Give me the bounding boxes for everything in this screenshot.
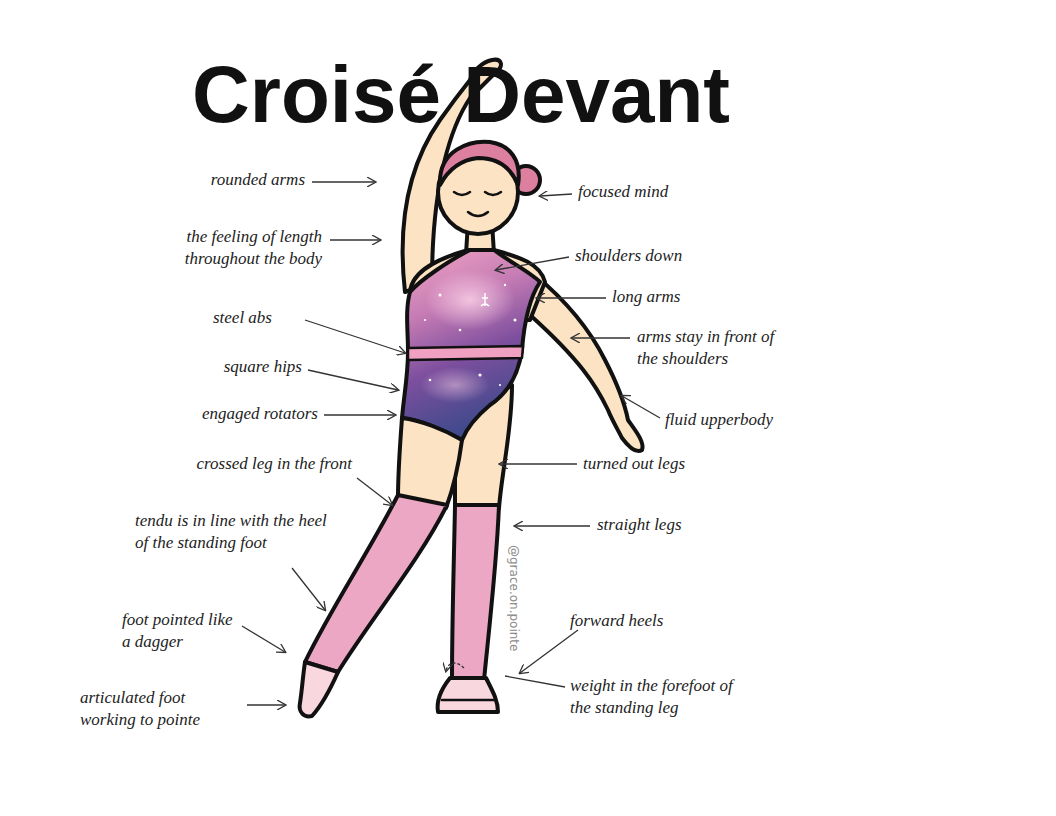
leader-arrow — [242, 626, 285, 652]
leader-arrow — [496, 257, 569, 270]
annotation-label: articulated foot working to pointe — [80, 687, 240, 731]
leader-arrow — [572, 337, 630, 338]
annotation-label: fluid upperbody — [665, 409, 815, 431]
leader-arrow — [622, 396, 660, 418]
nebula-glow — [420, 367, 490, 403]
annotation-label: focused mind — [578, 181, 728, 203]
leader-arrow — [520, 630, 578, 673]
leader-arrow — [500, 463, 577, 464]
annotation-label: square hips — [182, 356, 302, 378]
stars — [424, 284, 517, 386]
heel-turn-arrow — [446, 663, 464, 671]
standing-shoe — [438, 678, 498, 712]
leader-arrow — [312, 181, 375, 182]
working-thigh — [398, 418, 462, 508]
annotation-label: steel abs — [172, 307, 272, 329]
leader-arrow — [330, 239, 380, 240]
leader-line — [505, 676, 565, 687]
annotation-label: rounded arms — [165, 169, 305, 191]
waistband — [408, 346, 523, 360]
watermark: @grace.on.pointe — [507, 545, 521, 651]
annotation-label: straight legs — [597, 514, 737, 536]
leader-arrow — [515, 525, 590, 526]
closed-eye — [485, 192, 501, 195]
annotation-label: long arms — [612, 286, 732, 308]
leader-arrow — [305, 320, 405, 353]
closed-eye — [454, 192, 470, 195]
smile — [468, 212, 488, 216]
galaxy-leotard — [402, 250, 540, 440]
title: Croisé Devant — [192, 55, 730, 135]
hair — [440, 142, 519, 185]
annotation-label: weight in the forefoot of the standing l… — [570, 675, 745, 719]
annotation-label: the feeling of length throughout the bod… — [137, 226, 322, 270]
standing-legwarmer — [452, 505, 499, 680]
annotation-label: forward heels — [570, 610, 710, 632]
annotation-label: tendu is in line with the heel of the st… — [135, 510, 340, 554]
shoe-ribbon — [442, 699, 496, 702]
annotation-label: foot pointed like a dagger — [122, 609, 242, 653]
annotation-label: engaged rotators — [158, 403, 318, 425]
leader-arrow — [357, 478, 392, 505]
annotation-label: crossed leg in the front — [112, 453, 352, 475]
leader-arrow — [308, 370, 398, 390]
annotation-label: shoulders down — [575, 245, 735, 267]
nebula-glow — [425, 270, 515, 330]
pointe-shoe — [300, 662, 338, 716]
leader-arrow — [292, 568, 325, 610]
leader-arrow — [540, 194, 572, 196]
leotard-emblem — [481, 293, 489, 306]
annotation-label: turned out legs — [583, 453, 743, 475]
annotation-label: arms stay in front of the shoulders — [637, 326, 782, 370]
leader-arrow — [537, 297, 606, 298]
leader-arrow — [324, 414, 395, 415]
leader-arrow — [247, 704, 285, 705]
